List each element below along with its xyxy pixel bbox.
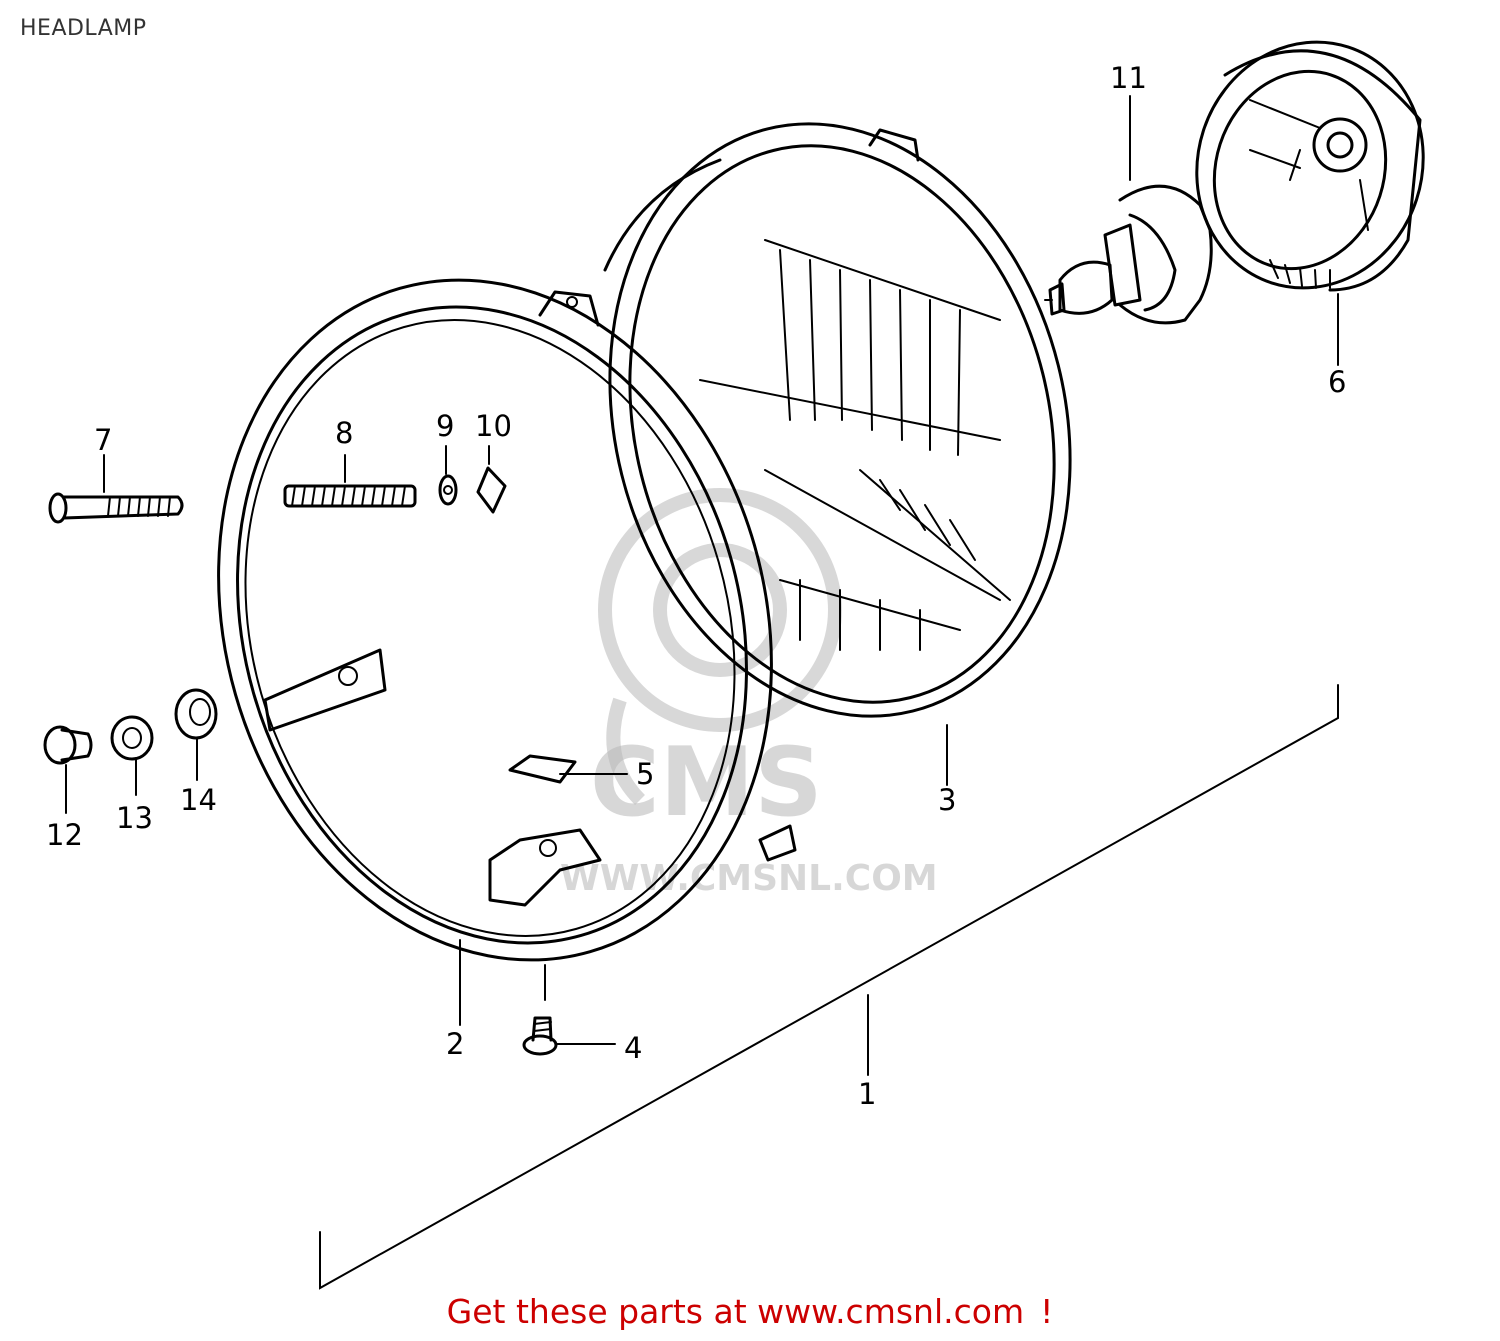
callout-3: 3: [938, 783, 956, 817]
callout-8: 8: [335, 416, 353, 450]
callout-5: 5: [636, 757, 654, 791]
footer-link[interactable]: Get these parts at www.cmsnl.com!: [0, 1292, 1500, 1331]
callout-12: 12: [46, 818, 83, 852]
page-title: HEADLAMP: [20, 16, 147, 41]
screw-part-4: [522, 1016, 558, 1056]
callout-10: 10: [475, 409, 512, 443]
headlamp-lens-unit: [603, 122, 1072, 718]
headlamp-rim: [217, 278, 797, 962]
callout-14: 14: [180, 783, 217, 817]
nut-part-10: [476, 466, 507, 514]
lens-pattern: [699, 239, 1011, 651]
watermark-url-text: WWW.CMSNL.COM: [560, 858, 938, 899]
watermark-logo: CMS WWW.CMSNL.COM: [560, 488, 938, 899]
headlamp-housing: [1195, 40, 1425, 292]
nut-part-9: [438, 474, 458, 506]
adjusting-spring: [283, 484, 417, 508]
callout-7: 7: [94, 423, 112, 457]
callout-13: 13: [116, 801, 153, 835]
callout-6: 6: [1328, 365, 1346, 399]
callout-9: 9: [436, 409, 454, 443]
adjusting-screw: [48, 492, 184, 524]
washer-part-13: [110, 715, 154, 761]
callout-2: 2: [446, 1027, 464, 1061]
callout-11: 11: [1110, 61, 1147, 95]
footer-suffix: !: [1040, 1292, 1054, 1331]
leader-lines: [65, 95, 1339, 1290]
callout-4: 4: [624, 1031, 642, 1065]
watermark-logo-text: CMS: [590, 728, 823, 838]
footer-text: Get these parts at www.cmsnl.com: [446, 1292, 1025, 1331]
grommet-part-14: [174, 688, 218, 740]
nut-part-12: [43, 725, 93, 765]
headlamp-bulb: [1044, 184, 1213, 325]
callout-1: 1: [858, 1077, 876, 1111]
clip-part: [508, 754, 577, 784]
